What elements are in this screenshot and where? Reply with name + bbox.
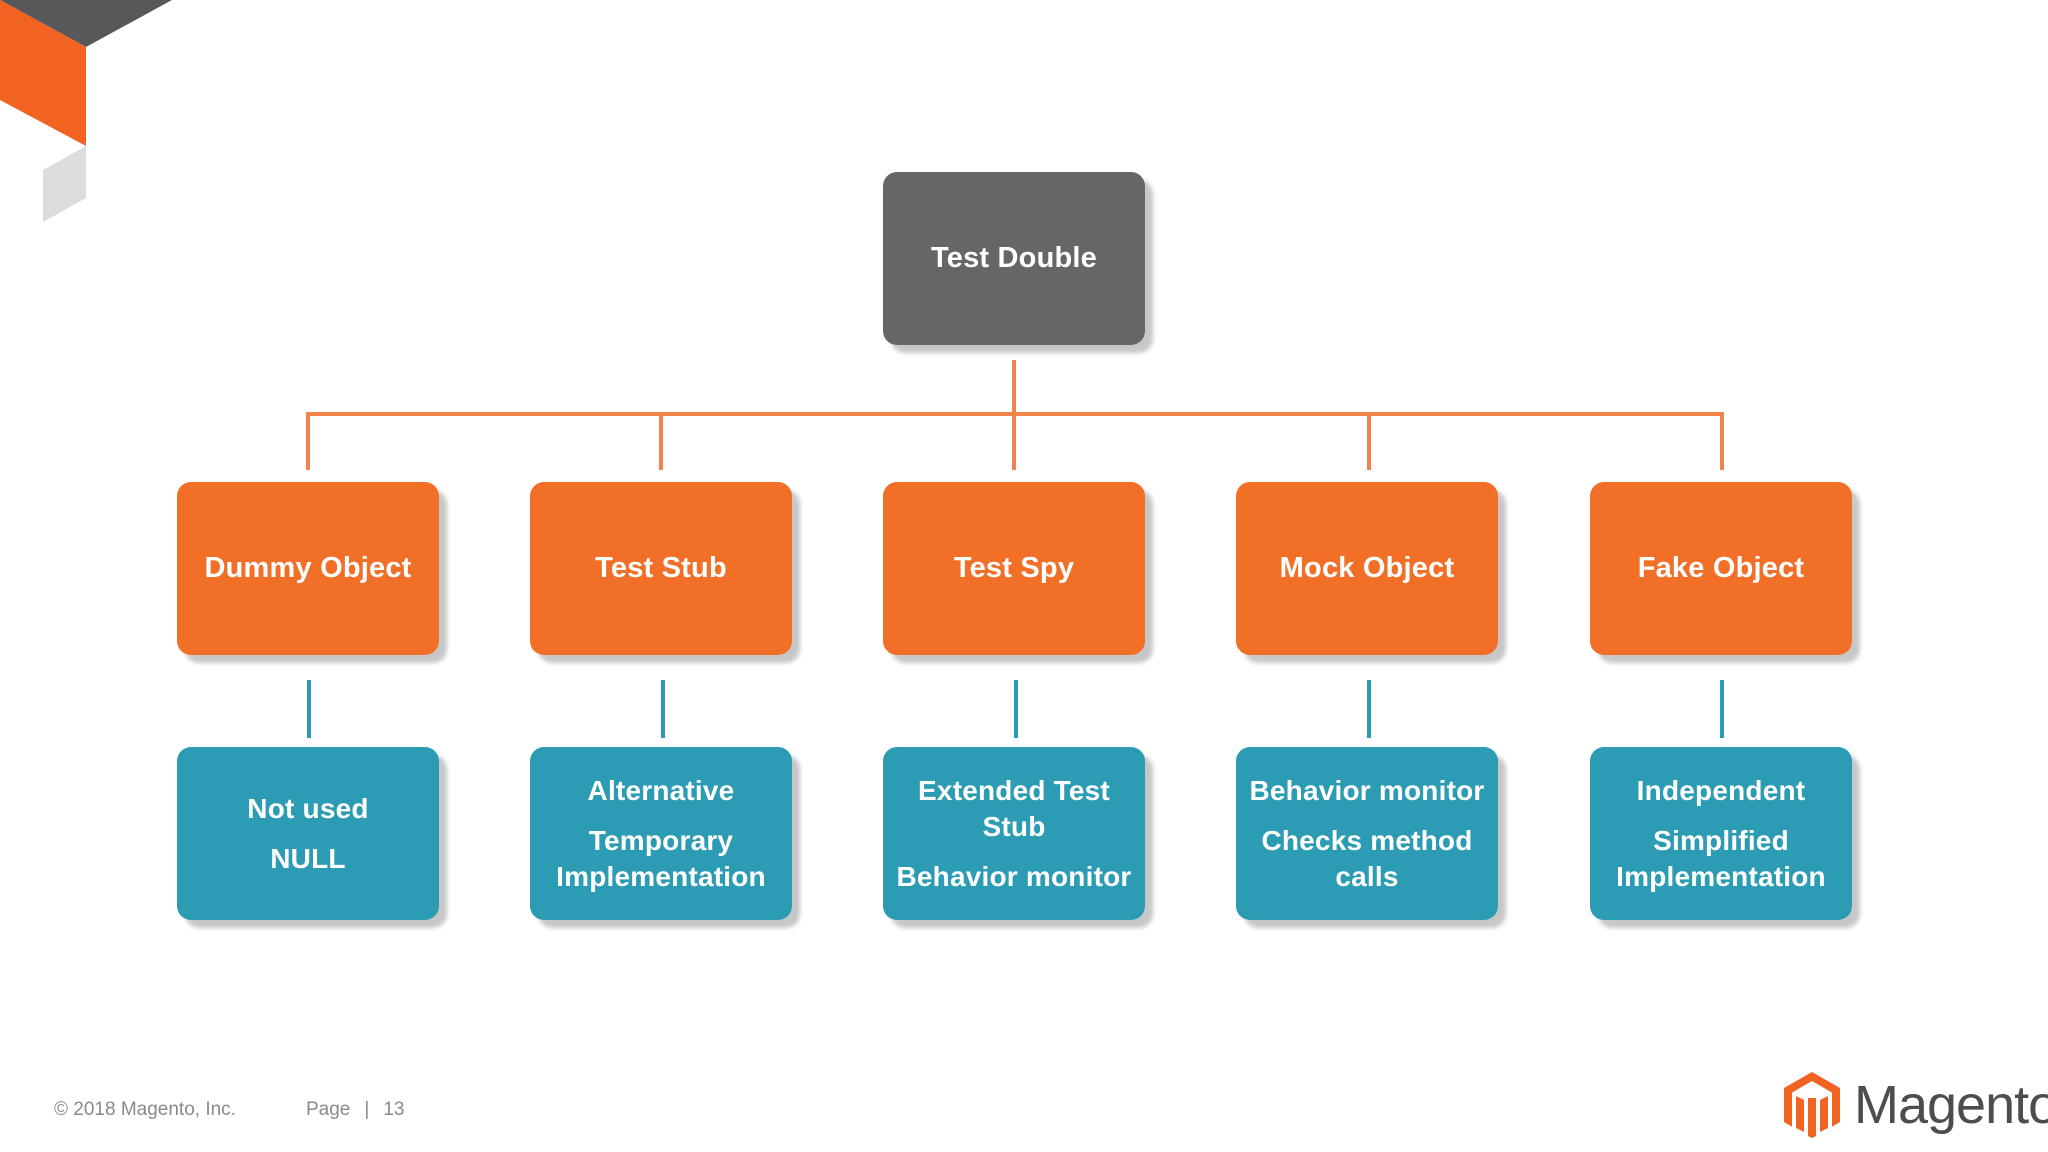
footer-copyright: © 2018 Magento, Inc. [54,1099,236,1120]
page-separator: | [364,1099,370,1120]
type-node-dummy-object: Dummy Object [177,482,439,655]
detail-line: Behavior monitor [1249,774,1485,806]
detail-line: Behavior monitor [896,860,1132,892]
detail-line: Checks method calls [1261,824,1473,892]
corner-light-shape [43,146,86,222]
page-number: 13 [383,1099,405,1120]
detail-node-test-stub: Alternative Temporary Implementation [530,747,792,920]
type-node-label: Dummy Object [204,552,412,584]
root-node: Test Double [883,172,1145,345]
detail-line: Extended Test Stub [918,774,1110,842]
type-node-test-spy: Test Spy [883,482,1145,655]
page-label: Page [306,1099,351,1120]
corner-dark-shape [0,0,172,47]
type-node-fake-object: Fake Object [1590,482,1852,655]
detail-line: NULL [270,842,346,874]
type-node-test-stub: Test Stub [530,482,792,655]
corner-orange-shape [0,0,86,146]
detail-node-mock-object: Behavior monitor Checks method calls [1236,747,1498,920]
brand-logo: Magento [1782,1070,2048,1140]
detail-node-fake-object: Independent Simplified Implementation [1590,747,1852,920]
type-node-label: Mock Object [1279,552,1455,584]
detail-node-dummy-object: Not used NULL [177,747,439,920]
type-node-mock-object: Mock Object [1236,482,1498,655]
detail-line: Temporary Implementation [556,824,766,892]
detail-line: Not used [247,792,369,824]
detail-node-test-spy: Extended Test Stub Behavior monitor [883,747,1145,920]
type-node-label: Fake Object [1637,552,1805,584]
type-node-label: Test Spy [953,552,1075,584]
brand-name: Magento [1854,1075,2048,1135]
root-node-label: Test Double [930,242,1097,274]
detail-line: Alternative [587,774,735,806]
type-node-label: Test Stub [595,552,727,584]
detail-line: Simplified Implementation [1616,824,1826,892]
detail-line: Independent [1636,774,1806,806]
corner-decoration [0,0,172,222]
magento-logo-icon [1784,1072,1840,1138]
footer-page-number: Page | 13 [306,1099,404,1121]
